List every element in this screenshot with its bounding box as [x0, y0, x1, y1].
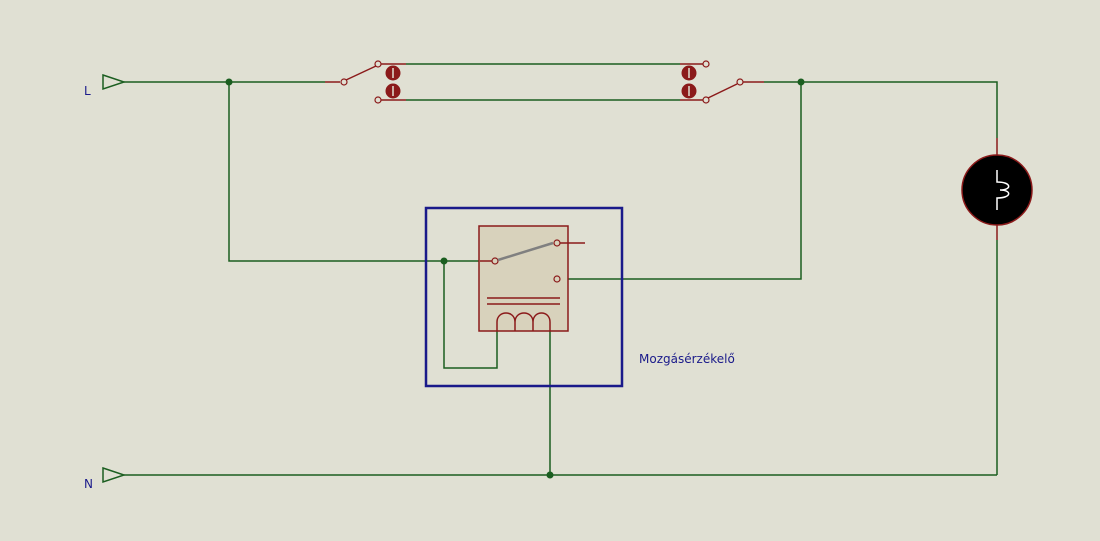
switch-left-common — [340, 78, 348, 86]
changeover-switch-icon[interactable] — [325, 60, 406, 104]
terminal-neutral-label: N — [84, 477, 93, 491]
junction-neutral — [546, 471, 554, 479]
lamp-icon[interactable] — [961, 138, 1033, 240]
switch-right-contact-bottom — [702, 96, 710, 104]
relay-no-contact — [553, 275, 561, 283]
switch-left-contact-bottom — [374, 96, 382, 104]
switch-left-contact-top — [374, 60, 382, 68]
motion-sensor[interactable] — [424, 206, 624, 388]
terminal-live — [102, 73, 127, 91]
terminal-live-arrow — [102, 73, 127, 91]
switch-right-arm — [707, 83, 738, 99]
wire-live-to-relay — [228, 82, 480, 262]
junction-relay — [440, 257, 448, 265]
terminal-neutral — [102, 466, 127, 484]
switch-right-contact-top — [702, 60, 710, 68]
lamp-bulb — [961, 154, 1033, 226]
switch-left-arm — [345, 65, 377, 81]
relay-icon[interactable] — [478, 225, 585, 332]
terminal-neutral-arrow — [102, 466, 127, 484]
changeover-switch-icon[interactable] — [680, 60, 764, 104]
switch-right-common — [736, 78, 744, 86]
motion-sensor-label: Mozgásérzékelő — [639, 352, 735, 366]
junction-right — [797, 78, 805, 86]
wires — [124, 63, 998, 476]
relay-arm — [497, 241, 554, 262]
motion-sensor-box — [424, 206, 624, 388]
terminal-live-label: L — [84, 84, 91, 98]
relay-coil — [496, 312, 551, 331]
junction-live — [225, 78, 233, 86]
wire-switch-to-lamp — [764, 81, 998, 138]
lamp-filament — [996, 170, 1010, 210]
wire-junction-to-relay — [557, 82, 802, 280]
relay-common-contact — [491, 257, 499, 265]
wire-coil-feed — [443, 261, 498, 369]
junctions — [225, 78, 805, 479]
